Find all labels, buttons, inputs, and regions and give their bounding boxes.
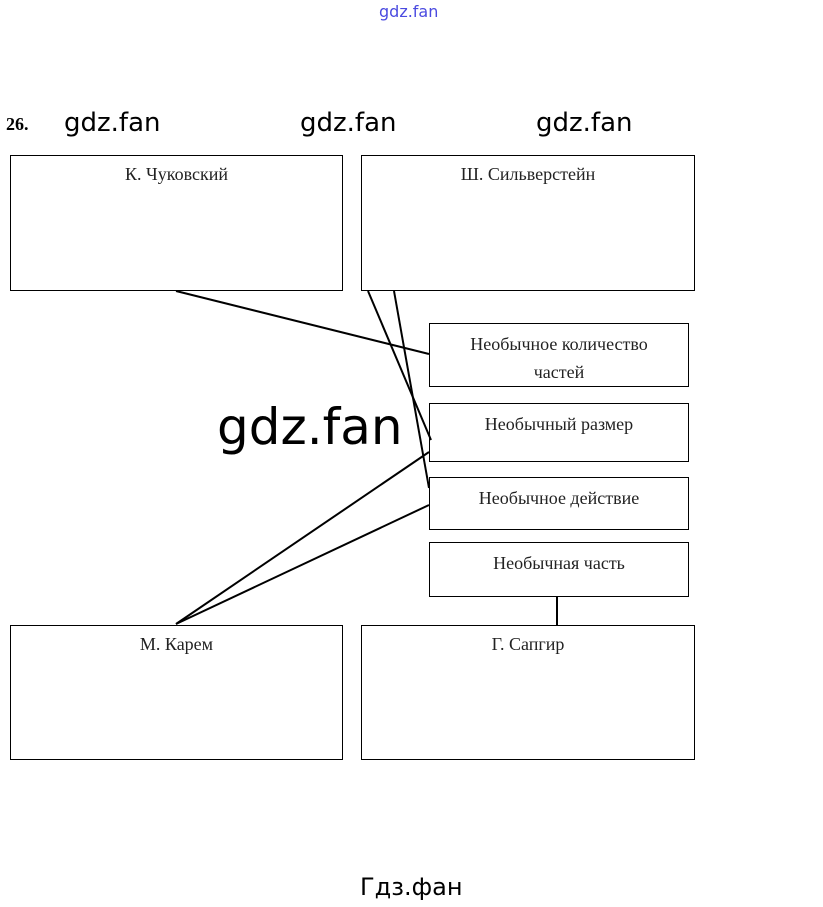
connector-silverstein-size bbox=[367, 290, 432, 441]
author-box-silverstein: Ш. Сильверстейн bbox=[361, 155, 695, 291]
feature-box-action: Необычное действие bbox=[429, 477, 689, 530]
watermark-2: gdz.fan bbox=[300, 108, 397, 138]
feature-label: Необычная часть bbox=[493, 553, 625, 573]
watermark-1: gdz.fan bbox=[64, 108, 161, 138]
connector-karem-action bbox=[175, 504, 430, 625]
feature-box-count: Необычное количество частей bbox=[429, 323, 689, 387]
watermark-top: gdz.fan bbox=[379, 2, 439, 21]
connector-silverstein-action bbox=[393, 290, 430, 489]
author-label: К. Чуковский bbox=[125, 164, 228, 184]
author-box-chukovsky: К. Чуковский bbox=[10, 155, 343, 291]
feature-box-part: Необычная часть bbox=[429, 542, 689, 597]
author-label: Г. Сапгир bbox=[491, 634, 565, 654]
feature-box-size: Необычный размер bbox=[429, 403, 689, 462]
watermark-center: gdz.fan bbox=[217, 398, 403, 456]
author-box-sapgir: Г. Сапгир bbox=[361, 625, 695, 760]
feature-label: Необычное количество частей bbox=[470, 334, 648, 382]
author-box-karem: М. Карем bbox=[10, 625, 343, 760]
feature-label: Необычное действие bbox=[478, 488, 640, 508]
task-number: 26. bbox=[6, 114, 29, 134]
feature-label: Необычный размер bbox=[484, 414, 634, 434]
connector-chukovsky-count bbox=[175, 290, 430, 355]
author-label: М. Карем bbox=[139, 634, 214, 654]
watermark-bottom: Гдз.фан bbox=[360, 873, 463, 901]
watermark-3: gdz.fan bbox=[536, 108, 633, 138]
author-label: Ш. Сильверстейн bbox=[460, 164, 596, 184]
connector-karem-size bbox=[175, 451, 430, 625]
